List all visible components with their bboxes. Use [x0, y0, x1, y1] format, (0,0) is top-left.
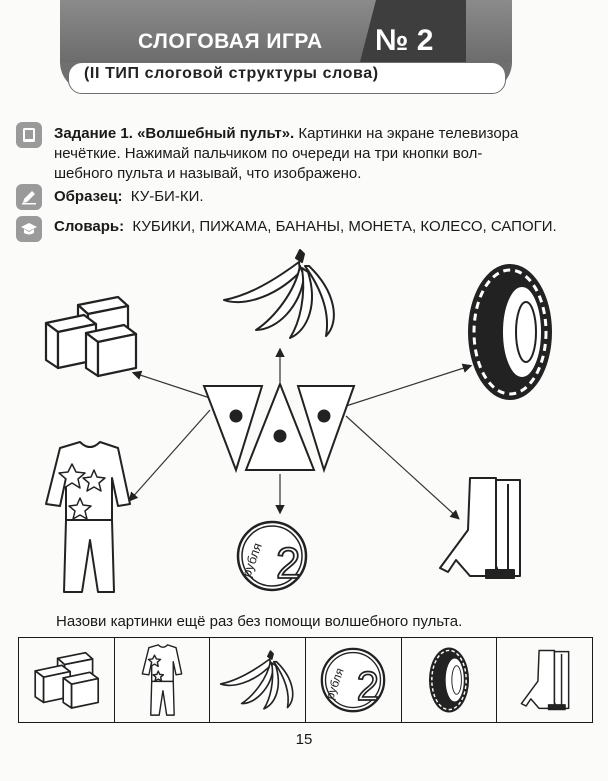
boots-small-icon: [520, 649, 570, 711]
number-badge: [360, 0, 466, 62]
coin-picture: рубля 2: [236, 520, 308, 592]
left-button-dot: [229, 409, 243, 423]
bananas-picture: [223, 249, 335, 339]
right-triangle-button: [296, 385, 356, 474]
pencil-icon: [16, 184, 42, 210]
pajamas-picture: [45, 441, 131, 593]
center-triangle-button: [244, 381, 316, 471]
sample-label: Образец:: [54, 188, 123, 205]
task-text-1: Картинки на экране телевизора: [294, 125, 519, 142]
page-number: 15: [295, 731, 313, 748]
game-number: № 2: [375, 24, 434, 57]
subtitle-box: [68, 62, 506, 94]
dictionary-line: Словарь: КУБИКИ, ПИЖАМА, БАНАНЫ, МОНЕТА,…: [54, 218, 557, 235]
pajamas-small-icon: [141, 644, 183, 716]
left-triangle-button: [202, 385, 264, 474]
cell-bananas: [210, 638, 307, 722]
boots-picture: [439, 477, 521, 579]
bottom-instruction: Назови картинки ещё раз без помощи волше…: [56, 613, 463, 630]
dictionary-words: КУБИКИ, ПИЖАМА, БАНАНЫ, МОНЕТА, КОЛЕСО, …: [132, 218, 557, 235]
cubes-picture: [44, 295, 138, 378]
arrows: [128, 347, 473, 520]
book-icon: [16, 122, 42, 148]
task-text-3: шебного пульта и называй, что изображено…: [54, 165, 362, 182]
right-button-dot: [317, 409, 331, 423]
task-text-2: нечёткие. Нажимай пальчиком по очереди н…: [54, 145, 483, 162]
cell-tire: [402, 638, 498, 722]
page-title: СЛОГОВАЯ ИГРА: [138, 30, 323, 53]
sample-line: Образец: КУ-БИ-КИ.: [54, 187, 204, 207]
cell-pajamas: [115, 638, 211, 722]
sample-value: КУ-БИ-КИ.: [130, 188, 204, 205]
task-paragraph: Задание 1. «Волшебный пульт». Картинки н…: [54, 124, 574, 144]
picture-row: рубля 2: [18, 637, 593, 723]
dictionary-label: Словарь:: [54, 218, 125, 235]
cell-boots: [497, 638, 592, 722]
remote-illustration: рубля 2: [44, 249, 552, 593]
cell-cubes: [19, 638, 115, 722]
bananas-small-icon: [219, 650, 294, 710]
center-button-dot: [273, 429, 287, 443]
graduation-cap-icon: [16, 216, 42, 242]
tire-small-icon: [428, 647, 470, 713]
coin-small-icon: рубля 2: [321, 647, 386, 713]
coin-digit: 2: [276, 539, 300, 588]
coin-small-digit: 2: [357, 663, 379, 709]
task-label: Задание 1. «Волшебный пульт».: [54, 125, 295, 142]
page-subtitle: (II ТИП слоговой структуры слова): [84, 65, 379, 82]
cell-coin: рубля 2: [306, 638, 402, 722]
cubes-small-icon: [34, 651, 100, 709]
remote-buttons: [202, 381, 356, 474]
tire-picture: [468, 264, 552, 400]
